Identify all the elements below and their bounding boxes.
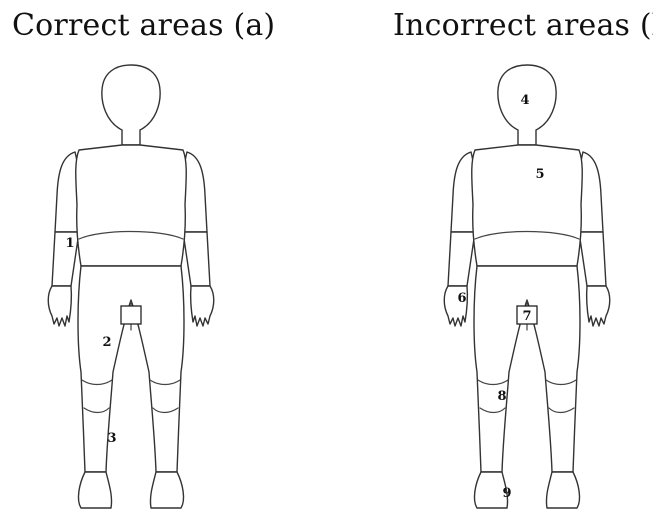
area-label-6: 6 [457,291,466,306]
area-label-4: 4 [520,93,529,108]
area-label-5: 5 [535,167,544,182]
area-label-7: 7 [522,309,531,324]
groin-box-a [121,306,141,324]
area-label-8: 8 [497,389,506,404]
area-label-2: 2 [102,335,111,350]
area-label-1: 1 [65,236,74,251]
body-figure-a [48,65,214,508]
body-figure-b [444,65,610,508]
area-label-3: 3 [107,431,116,446]
area-label-9: 9 [502,486,511,501]
